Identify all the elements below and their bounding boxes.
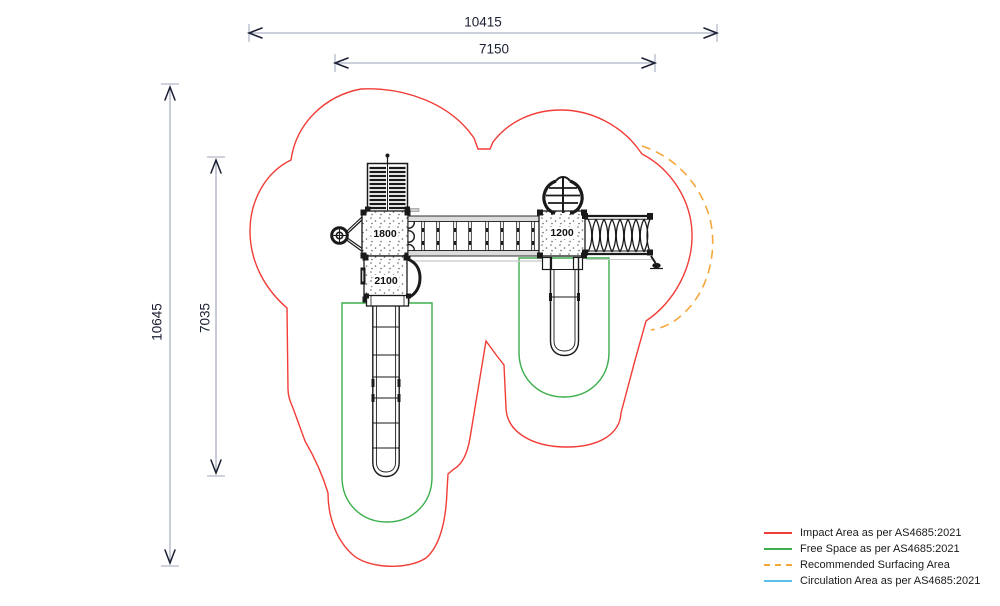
globe-climber bbox=[542, 176, 584, 215]
dimension-arrowheads bbox=[164, 27, 720, 566]
free-space-right bbox=[518, 257, 610, 398]
zigzag-climber bbox=[582, 213, 663, 270]
dimension-lines bbox=[161, 24, 720, 567]
dimension-main-lines bbox=[169, 32, 717, 563]
dimension-label-7035: 7035 bbox=[197, 299, 213, 337]
slide-right bbox=[541, 256, 584, 357]
impact-area-outline bbox=[249, 88, 693, 567]
free-space-line-swatch bbox=[764, 547, 792, 550]
legend-label: Free Space as per AS4685:2021 bbox=[800, 542, 960, 555]
dimension-label-10645: 10645 bbox=[149, 300, 165, 344]
legend-label: Circulation Area as per AS4685:2021 bbox=[800, 575, 981, 588]
surfacing-area-line-swatch bbox=[764, 563, 792, 566]
deck-label-1800: 1800 bbox=[371, 228, 399, 240]
impact-area-line-swatch bbox=[764, 531, 792, 534]
dimension-ticks bbox=[161, 24, 718, 567]
free-space-areas bbox=[341, 257, 610, 523]
play-structure bbox=[330, 153, 663, 478]
zigzag-ropes bbox=[587, 218, 651, 253]
legend-item-circulation-area: Circulation Area as per AS4685:2021 bbox=[764, 575, 980, 588]
side-panel-arc bbox=[407, 258, 422, 299]
slide-left bbox=[364, 293, 411, 478]
surfacing-area-arc bbox=[641, 145, 714, 331]
ground-anchor bbox=[650, 255, 663, 270]
bridge bbox=[407, 215, 540, 257]
deck-label-1200: 1200 bbox=[548, 227, 576, 239]
legend-item-free-space: Free Space as per AS4685:2021 bbox=[764, 542, 980, 555]
legend: Impact Area as per AS4685:2021 Free Spac… bbox=[764, 526, 980, 588]
legend-label: Impact Area as per AS4685:2021 bbox=[800, 526, 962, 539]
legend-item-surfacing-area: Recommended Surfacing Area bbox=[764, 558, 980, 571]
circulation-area-line-swatch bbox=[764, 580, 792, 583]
climbing-ramp bbox=[365, 153, 420, 213]
legend-item-impact-area: Impact Area as per AS4685:2021 bbox=[764, 526, 980, 539]
deck-label-2100: 2100 bbox=[372, 275, 400, 287]
steering-wheel bbox=[330, 215, 364, 253]
free-space-left bbox=[341, 302, 433, 523]
bridge-rung-pins bbox=[422, 228, 534, 245]
legend-label: Recommended Surfacing Area bbox=[800, 558, 950, 571]
dimension-label-10415: 10415 bbox=[461, 14, 505, 30]
dimension-label-7150: 7150 bbox=[475, 41, 513, 57]
bridge-rungs bbox=[421, 221, 535, 251]
